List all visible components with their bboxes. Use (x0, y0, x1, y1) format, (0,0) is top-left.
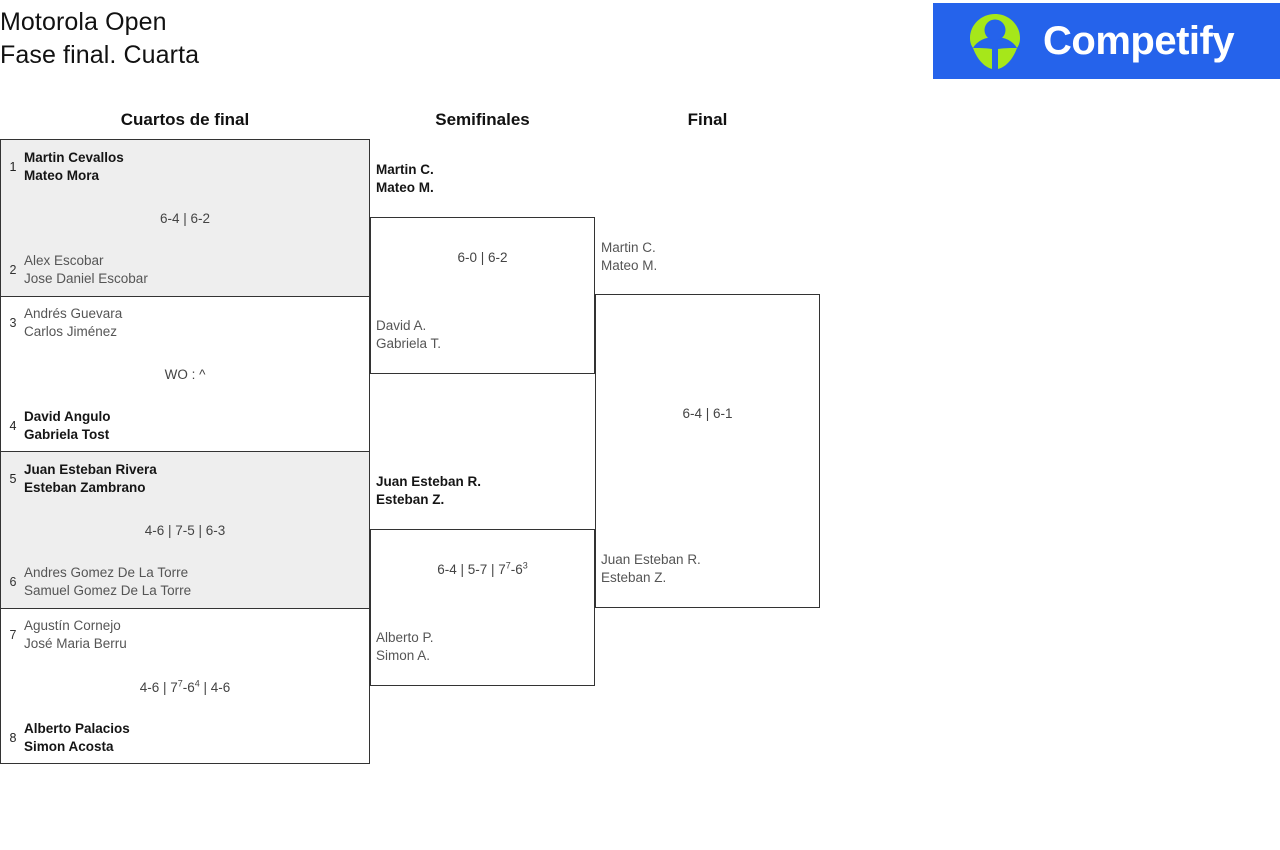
player-name: Esteban Z. (601, 570, 667, 585)
player-name: Gabriela T. (376, 336, 442, 351)
player-name: Andrés Guevara (24, 306, 123, 321)
player-name: Alberto P. (376, 630, 434, 645)
player-name: David Angulo (24, 409, 111, 424)
match-box-qf-2[interactable] (0, 296, 370, 452)
seed-number: 5 (9, 472, 17, 486)
player-name: Gabriela Tost (24, 427, 110, 442)
team-final-top[interactable]: Martin C. Mateo M. (601, 239, 657, 275)
team-qf-3-top[interactable]: 5 Juan Esteban Rivera Esteban Zambrano (2, 461, 157, 497)
player-name: Juan Esteban R. (376, 474, 482, 489)
team-final-bottom[interactable]: Juan Esteban R. Esteban Z. (601, 551, 701, 587)
seed-number: 1 (9, 160, 17, 174)
match-box-qf-1[interactable] (0, 139, 370, 297)
title-line-2: Fase final. Cuarta (0, 41, 200, 69)
player-name: Carlos Jiménez (24, 324, 118, 339)
round-header-final: Final (687, 110, 728, 129)
match-box-sf-2[interactable] (370, 529, 595, 686)
team-qf-2-bottom[interactable]: 4 David Angulo Gabriela Tost (2, 408, 111, 444)
score-sf-2: 6-4 | 5-7 | 77-63 (437, 560, 528, 577)
player-name: Andres Gomez De La Torre (24, 565, 189, 580)
score-qf-4: 4-6 | 77-64 | 4-6 (139, 678, 231, 695)
match-box-sf-1[interactable] (370, 217, 595, 374)
match-box-qf-4[interactable] (0, 608, 370, 764)
player-name: Juan Esteban R. (601, 552, 701, 567)
player-name: Mateo M. (376, 180, 434, 195)
player-name: David A. (376, 318, 427, 333)
team-sf-2-top[interactable]: Juan Esteban R. Esteban Z. (376, 473, 481, 509)
player-name: Martin C. (601, 240, 656, 255)
player-name: Simon A. (376, 648, 431, 663)
seed-number: 8 (9, 731, 17, 745)
team-qf-3-bottom[interactable]: 6 Andres Gomez De La Torre Samuel Gomez … (2, 564, 192, 600)
round-header-quarterfinals: Cuartos de final (120, 110, 250, 129)
seed-number: 3 (9, 316, 17, 330)
team-qf-1-top[interactable]: 1 Martin Cevallos Mateo Mora (2, 149, 124, 185)
team-sf-1-top[interactable]: Martin C. Mateo M. (376, 161, 434, 197)
player-name: Martin C. (376, 162, 434, 177)
seed-number: 4 (9, 419, 17, 433)
team-qf-2-top[interactable]: 3 Andrés Guevara Carlos Jiménez (2, 305, 123, 341)
player-name: Agustín Cornejo (24, 618, 121, 633)
match-box-final[interactable] (595, 294, 820, 608)
player-name: Samuel Gomez De La Torre (24, 583, 192, 598)
person-circle-icon (970, 14, 1020, 69)
player-name: Esteban Zambrano (24, 480, 146, 495)
score-final: 6-4 | 6-1 (682, 406, 733, 421)
score-qf-3: 4-6 | 7-5 | 6-3 (144, 523, 226, 538)
player-name: José Maria Berru (24, 636, 127, 651)
player-name: Alberto Palacios (24, 721, 130, 736)
seed-number: 6 (9, 575, 17, 589)
team-sf-2-bottom[interactable]: Alberto P. Simon A. (376, 629, 434, 665)
logo-text: Competify (1043, 18, 1235, 63)
player-name: Martin Cevallos (24, 150, 124, 165)
player-name: Mateo M. (601, 258, 658, 273)
team-sf-1-bottom[interactable]: David A. Gabriela T. (376, 317, 441, 353)
team-qf-4-top[interactable]: 7 Agustín Cornejo José Maria Berru (2, 617, 127, 653)
team-qf-4-bottom[interactable]: 8 Alberto Palacios Simon Acosta (2, 720, 130, 756)
round-header-semifinals: Semifinales (435, 110, 530, 129)
player-name: Jose Daniel Escobar (24, 271, 148, 286)
title-line-1: Motorola Open (0, 8, 167, 36)
score-sf-1: 6-0 | 6-2 (457, 250, 508, 265)
player-name: Esteban Z. (376, 492, 445, 507)
score-qf-1: 6-4 | 6-2 (159, 211, 211, 226)
player-name: Simon Acosta (24, 739, 114, 754)
player-name: Alex Escobar (24, 253, 104, 268)
team-qf-1-bottom[interactable]: 2 Alex Escobar Jose Daniel Escobar (2, 252, 148, 288)
score-qf-2: WO : ^ (164, 367, 206, 382)
seed-number: 2 (9, 263, 17, 277)
player-name: Mateo Mora (24, 168, 100, 183)
seed-number: 7 (9, 628, 17, 642)
player-name: Juan Esteban Rivera (24, 462, 157, 477)
competify-logo[interactable]: Competify (933, 3, 1280, 79)
